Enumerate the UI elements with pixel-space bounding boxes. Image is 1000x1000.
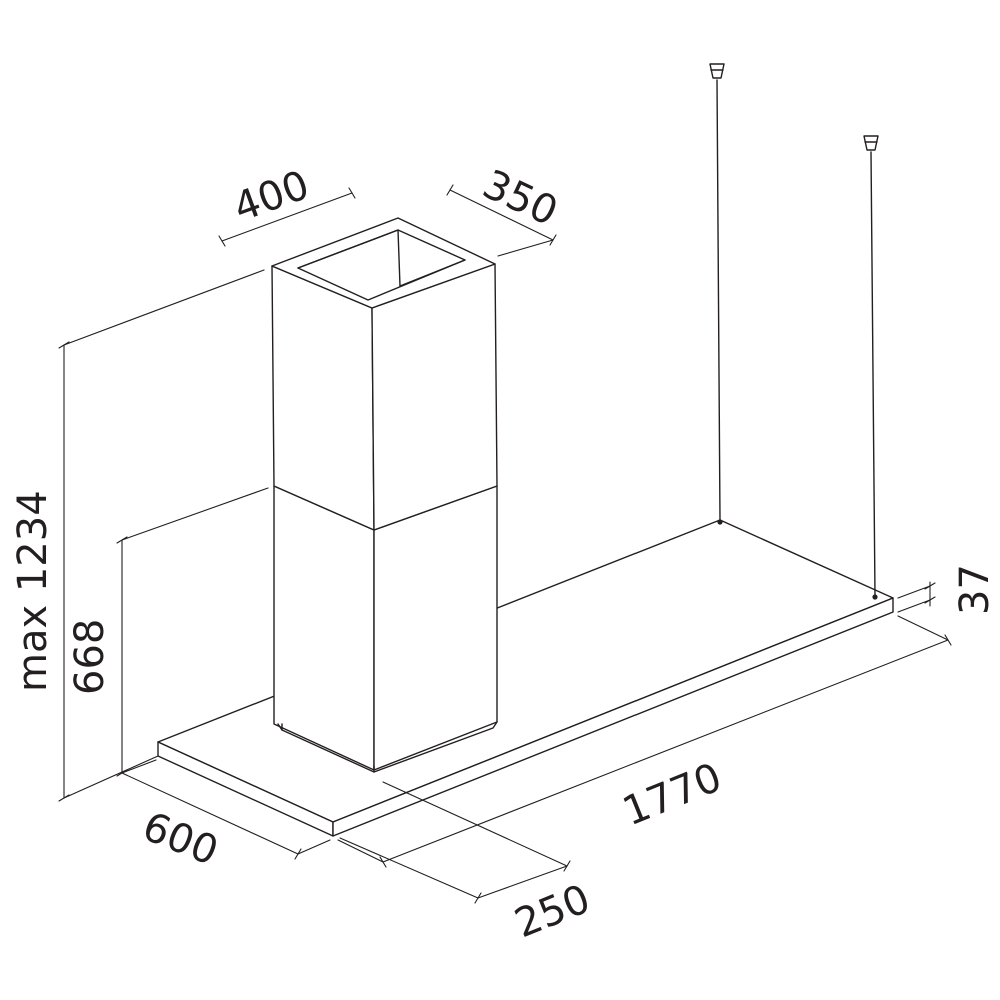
canopy-side-face [332, 597, 894, 837]
ceiling-anchor-front-icon [863, 135, 879, 151]
cable-fixing-rear [717, 519, 723, 525]
chimney-lower-left-face [273, 485, 375, 771]
label-max-total-height: max 1234 [10, 490, 56, 692]
label-chimney-width: 400 [228, 162, 315, 231]
chimney [271, 217, 498, 773]
dim-line-600 [121, 772, 299, 855]
suspension-cables [709, 63, 879, 600]
cable-rear [716, 79, 721, 521]
dim-line-400 [221, 192, 353, 242]
label-hood-thickness: 37 [952, 564, 998, 615]
label-chimney-height: 668 [67, 619, 113, 695]
dimension-labels: 400 350 max 1234 668 600 1770 250 37 [10, 161, 998, 947]
dim-line-350 [449, 189, 554, 241]
chimney-upper-right-face [371, 263, 498, 531]
label-chimney-offset: 250 [509, 876, 597, 947]
canopy-top-face [157, 519, 894, 823]
chimney-lower-right-face [373, 485, 498, 771]
label-hood-length: 1770 [617, 754, 729, 835]
dim-line-250 [339, 837, 479, 899]
dimension-lines [58, 184, 952, 904]
dim-line-250-ext [382, 781, 568, 867]
ceiling-anchor-rear-icon [709, 63, 725, 79]
hood-canopy [157, 519, 894, 837]
cable-front [870, 151, 876, 597]
cable-fixing-front [872, 594, 878, 600]
chimney-upper-left-face [271, 265, 375, 531]
